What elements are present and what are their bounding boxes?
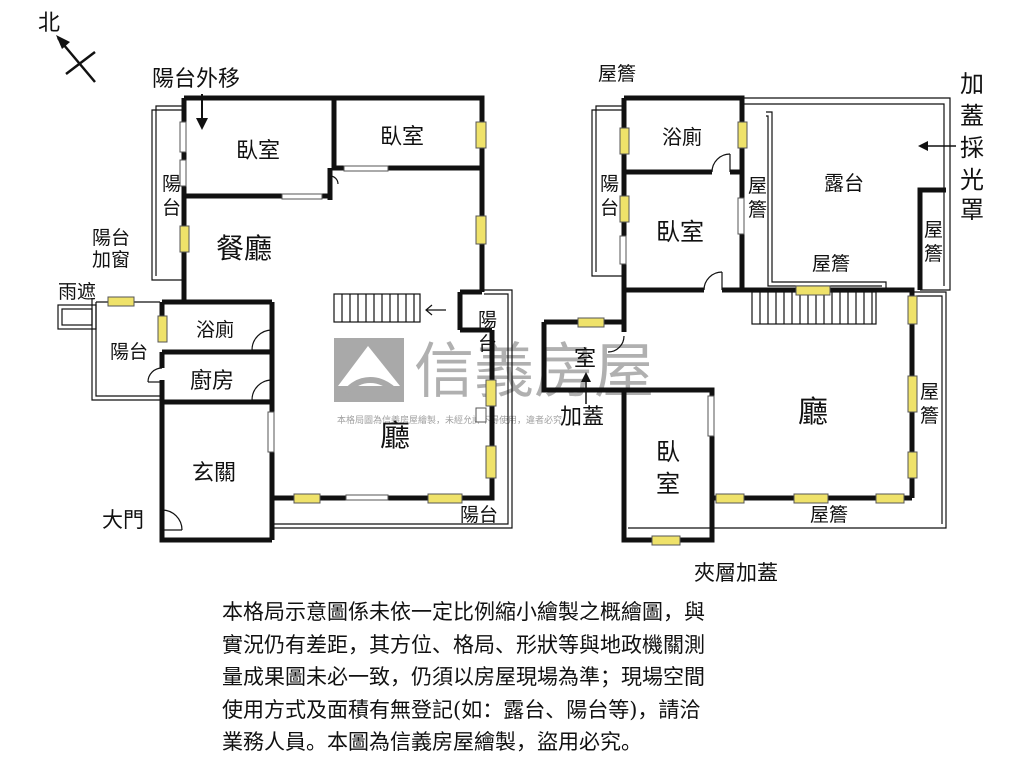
disclaimer-line-4: 使用方式及面積有無登記(如：露台、陽台等)，請洽 — [222, 697, 701, 722]
f1-bedroom-b: 臥室 — [380, 125, 424, 150]
compass-label: 北 — [38, 11, 60, 36]
f2-skylight-char-3: 採 — [960, 134, 984, 162]
addition-arrow-icon — [581, 372, 591, 404]
f2-skylight-char-2: 蓋 — [960, 102, 984, 130]
f2-bathroom: 浴廁 — [662, 125, 702, 149]
watermark: 信義房屋 本格局圖為信義房屋繪製，未經允許不得使用，違者必究 — [334, 337, 654, 426]
floor1-door-swings — [147, 175, 339, 531]
disclaimer-line-5: 業務人員。本圖為信義房屋繪製，盜用必究。 — [222, 730, 642, 754]
f2-terrace: 露台 — [824, 171, 864, 195]
watermark-brand: 信義房屋 — [414, 337, 654, 407]
disclaimer-line-3: 量成果圖未必一致，仍須以房屋現場為準；現場空間 — [222, 665, 705, 689]
f2-bedroom-bottom-1: 臥 — [656, 438, 680, 466]
floor1-balcony-outlines — [57, 105, 513, 529]
f2-bedroom-top: 臥室 — [656, 218, 704, 246]
floor1-walls — [159, 95, 495, 543]
f2-eave-lower-1: 屋 — [920, 381, 939, 403]
f2-eave-top: 屋簷 — [598, 63, 636, 85]
f2-eave-right-1: 屋 — [924, 219, 943, 241]
f2-eave-lower-2: 簷 — [920, 405, 939, 427]
f2-addition: 加蓋 — [560, 405, 604, 430]
floor2-door-swings — [607, 153, 731, 353]
f2-skylight-char-1: 加 — [960, 70, 984, 98]
watermark-notice: 本格局圖為信義房屋繪製，未經允許不得使用，違者必究 — [337, 414, 562, 426]
f1-balcony-left-2: 台 — [162, 197, 181, 219]
floor2-windows — [577, 121, 918, 546]
f2-living: 廳 — [798, 395, 828, 430]
f1-balcony-window-2: 加窗 — [92, 249, 130, 271]
compass-cross-icon — [65, 51, 96, 75]
floor1-plan: 陽台外移 臥室 臥室 陽 台 餐廳 陽台 加窗 雨遮 浴廁 廚房 陽台 玄關 大… — [57, 67, 513, 543]
f2-balcony-1: 陽 — [600, 173, 619, 195]
f2-eave-right-2: 簷 — [924, 243, 943, 265]
f1-foyer: 玄關 — [192, 461, 236, 486]
compass-arrowhead-icon — [56, 35, 70, 49]
f1-rain-shelter: 雨遮 — [58, 281, 96, 303]
floor2-outlines — [591, 97, 951, 529]
disclaimer-line-1: 本格局示意圖係未依一定比例縮小繪製之概繪圖，與 — [222, 600, 705, 624]
floor1-sliding-doors — [179, 121, 487, 501]
f1-balcony-move-out: 陽台外移 — [152, 67, 240, 92]
f2-eave-center: 屋簷 — [812, 253, 850, 275]
f1-balcony-left-1: 陽 — [162, 173, 181, 195]
f2-eave-mid-1: 屋 — [748, 175, 767, 197]
f1-main-door: 大門 — [102, 508, 144, 532]
f2-room-partial: 室 — [574, 347, 596, 372]
f2-balcony-2: 台 — [600, 197, 619, 219]
f1-living: 廳 — [380, 419, 410, 454]
f1-balcony-south: 陽台 — [460, 504, 498, 526]
f1-bedroom-a: 臥室 — [236, 139, 280, 164]
f2-caption: 夾層加蓋 — [694, 561, 778, 585]
f2-skylight-char-4: 光 — [960, 166, 984, 194]
f1-bathroom: 浴廁 — [196, 318, 234, 341]
f2-bedroom-bottom-2: 室 — [656, 470, 680, 498]
stair-arrow-icon — [425, 304, 446, 316]
f1-kitchen: 廚房 — [190, 369, 234, 394]
f1-dining: 餐廳 — [216, 232, 272, 265]
skylight-arrow-icon — [918, 141, 956, 151]
disclaimer-line-2: 實況仍有差距，其方位、格局、形狀等與地政機關測 — [222, 632, 705, 657]
floor1-windows — [107, 121, 497, 504]
f1-balcony-east-1: 陽 — [478, 309, 497, 331]
floor-plan: 北 信義房屋 本格局圖為信義房屋繪製，未經允許不得使用，違者必究 — [38, 11, 984, 585]
f2-eave-bottom: 屋簷 — [810, 504, 848, 526]
floor2-stairs — [751, 291, 877, 325]
f1-balcony-west: 陽台 — [110, 341, 148, 363]
balcony-move-arrow-icon — [196, 94, 208, 130]
f1-balcony-window-1: 陽台 — [92, 227, 130, 249]
north-compass: 北 — [38, 11, 96, 83]
f2-skylight-char-5: 罩 — [960, 196, 984, 224]
f1-balcony-east-2: 台 — [478, 333, 497, 355]
floor1-stairs — [333, 293, 421, 323]
disclaimer-text: 本格局示意圖係未依一定比例縮小繪製之概繪圖，與 實況仍有差距，其方位、格局、形狀… — [222, 596, 842, 759]
f2-eave-mid-2: 簷 — [748, 199, 767, 221]
watermark-logo-icon — [334, 338, 404, 402]
floor2-sliding-doors — [619, 197, 745, 437]
f2-added-skylight: 加 蓋 採 光 罩 — [960, 70, 984, 224]
floor2-plan: 屋簷 加 蓋 採 光 罩 浴廁 陽 台 屋 簷 露台 臥室 屋簷 屋 簷 室 加… — [541, 63, 984, 585]
